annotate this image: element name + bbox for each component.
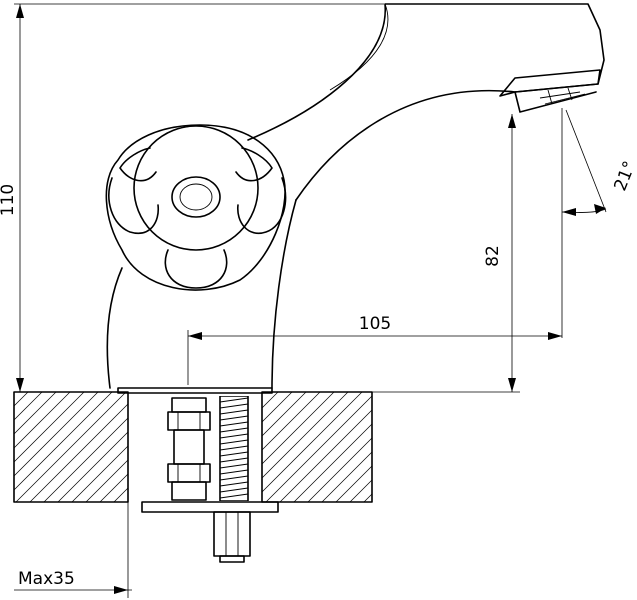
dim-height-82: 82 xyxy=(372,114,520,393)
dim-height-110: 110 xyxy=(0,3,384,392)
spout xyxy=(247,3,605,201)
aerator xyxy=(499,69,601,97)
dim-angle-21-label: 21° xyxy=(610,158,637,193)
mounting-hardware xyxy=(141,396,279,563)
faucet-body xyxy=(106,3,605,394)
handle-knob[interactable] xyxy=(105,124,287,291)
dim-max35: Max35 xyxy=(14,502,132,598)
dim-reach-105-label: 105 xyxy=(359,314,391,334)
dim-height-82-label: 82 xyxy=(483,245,503,267)
dim-reach-105: 105 xyxy=(187,108,563,385)
countertop-section xyxy=(13,391,373,503)
dim-angle-21: 21° xyxy=(561,109,637,216)
dim-max35-label: Max35 xyxy=(18,569,75,589)
hatch-left xyxy=(14,392,128,502)
hatch-right xyxy=(262,392,372,502)
dim-height-110-label: 110 xyxy=(0,184,18,216)
